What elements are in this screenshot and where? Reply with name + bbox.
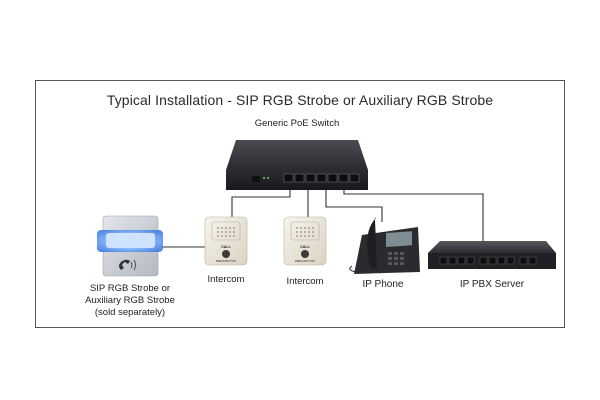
intercom-1-label: Intercom bbox=[207, 274, 245, 285]
call-button-icon bbox=[222, 250, 230, 258]
handset-icon bbox=[367, 217, 377, 269]
intercom-2: CALL PRESS BUTTON bbox=[283, 216, 327, 266]
diagram-frame bbox=[35, 80, 565, 328]
ip-phone bbox=[349, 217, 420, 274]
diagram-title: Typical Installation - SIP RGB Strobe or… bbox=[106, 92, 494, 108]
strobe-label-line-2: Auxiliary RGB Strobe bbox=[85, 295, 175, 306]
intercom-1: CALL PRESS BUTTON bbox=[204, 216, 248, 266]
phone-handset-icon bbox=[119, 259, 130, 270]
ip-pbx-server bbox=[428, 241, 556, 269]
strobe-label-line-3: (sold separately) bbox=[94, 307, 166, 318]
intercom-2-press-text: PRESS BUTTON bbox=[295, 259, 315, 263]
pbx-label: IP PBX Server bbox=[459, 279, 525, 290]
call-button-icon bbox=[301, 250, 309, 258]
intercom-2-call-text: CALL bbox=[300, 245, 310, 249]
phone-label: IP Phone bbox=[362, 279, 404, 290]
intercom-1-press-text: PRESS BUTTON bbox=[216, 259, 236, 263]
cable-pbx bbox=[343, 188, 484, 247]
switch-ports bbox=[283, 173, 360, 183]
strobe-label: SIP RGB Strobe or Auxiliary RGB Strobe (… bbox=[60, 283, 200, 319]
poe-switch bbox=[226, 140, 368, 190]
strobe-label-line-1: SIP RGB Strobe or bbox=[89, 283, 171, 294]
cable-phone bbox=[325, 188, 383, 222]
rgb-strobe bbox=[97, 215, 163, 277]
switch-label: Generic PoE Switch bbox=[254, 118, 340, 129]
intercom-2-label: Intercom bbox=[286, 276, 324, 287]
intercom-1-call-text: CALL bbox=[221, 245, 231, 249]
